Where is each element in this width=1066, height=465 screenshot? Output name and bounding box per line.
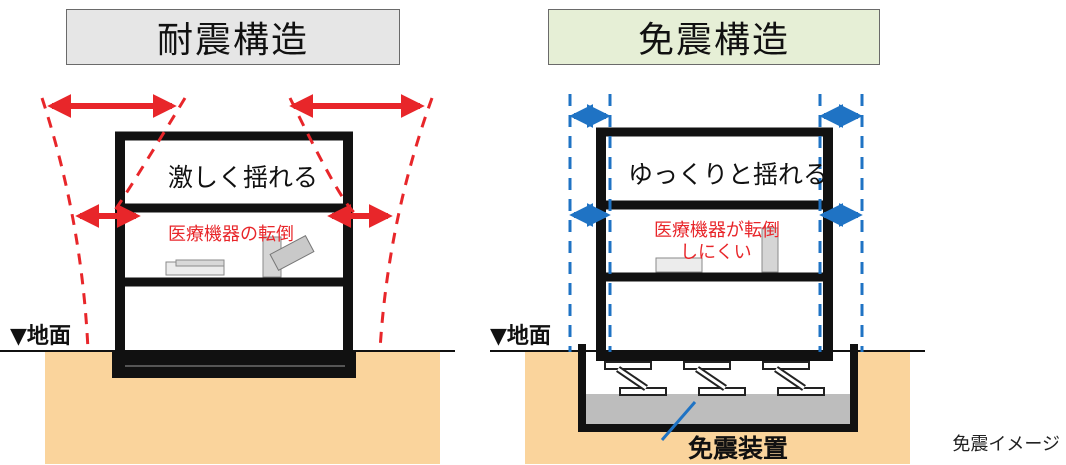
- left-sway-arrows: [47, 94, 425, 228]
- right-ground-label: ▼地面: [490, 324, 551, 349]
- left-panel-title: 耐震構造: [66, 9, 400, 65]
- right-panel-title: 免震構造: [548, 9, 880, 65]
- isolator-leader-line: [660, 401, 697, 441]
- seismic-isolators: [604, 361, 825, 396]
- isolator-label: 免震装置: [688, 434, 789, 463]
- left-fallen-equipment: [165, 234, 315, 278]
- right-equipment-label-line1: 医療機器が転倒: [654, 220, 780, 241]
- right-equipment: [655, 227, 779, 273]
- left-shake-label: 激しく揺れる: [168, 163, 319, 192]
- figure-caption: 免震イメージ: [952, 434, 1060, 455]
- right-building: [596, 127, 833, 361]
- right-sway-arrows: [569, 104, 863, 227]
- right-equipment-label-line2: しにくい: [680, 242, 752, 263]
- left-equipment-label: 医療機器の転倒: [168, 224, 294, 245]
- left-ground-label: ▼地面: [10, 324, 71, 349]
- left-building: [112, 131, 356, 378]
- right-shake-label: ゆっくりと揺れる: [628, 160, 829, 189]
